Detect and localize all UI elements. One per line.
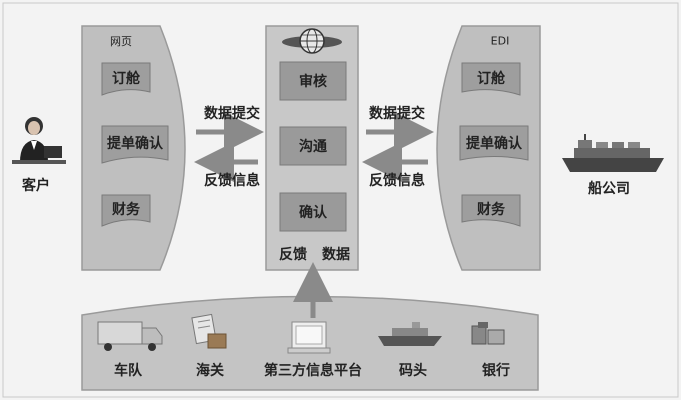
platform-item-bank[interactable]: 银行 bbox=[482, 363, 510, 379]
customer-icon bbox=[12, 117, 66, 164]
center-item-box-review bbox=[279, 61, 347, 101]
dock-ship-icon bbox=[378, 322, 442, 346]
right-feedback-label: 反馈信息 bbox=[369, 173, 425, 189]
center-item-box-confirm bbox=[279, 192, 347, 232]
web-item-finance[interactable]: 财务 bbox=[112, 202, 140, 218]
ship-icon bbox=[562, 134, 664, 172]
edi-panel-title: EDI bbox=[490, 34, 510, 48]
web-item-box-booking bbox=[101, 62, 151, 96]
center-item-box-communicate bbox=[279, 126, 347, 166]
web-item-booking[interactable]: 订舱 bbox=[112, 71, 140, 87]
platform-item-fleet[interactable]: 车队 bbox=[114, 363, 142, 379]
edi-item-finance[interactable]: 财务 bbox=[477, 202, 505, 218]
edi-item-box-booking bbox=[461, 62, 521, 96]
web-item-boxes bbox=[101, 62, 169, 227]
platform-item-third-party[interactable]: 第三方信息平台 bbox=[264, 363, 362, 379]
globe-icon bbox=[282, 28, 342, 54]
customer-label: 客户 bbox=[22, 178, 50, 194]
center-item-confirm[interactable]: 确认 bbox=[299, 205, 327, 221]
bank-icon bbox=[471, 322, 505, 345]
edi-item-booking[interactable]: 订舱 bbox=[477, 71, 505, 87]
edi-item-boxes bbox=[459, 62, 529, 227]
edi-item-box-finance bbox=[461, 194, 521, 227]
web-item-box-finance bbox=[101, 194, 151, 227]
web-item-box-bl bbox=[101, 125, 169, 164]
platform-item-customs[interactable]: 海关 bbox=[196, 363, 224, 379]
center-bottom-data: 数据 bbox=[322, 247, 350, 263]
center-bottom-feedback: 反馈 bbox=[279, 247, 307, 263]
shipping-company-label: 船公司 bbox=[588, 181, 630, 197]
web-panel-title: 网页 bbox=[110, 35, 132, 48]
platform-item-dock[interactable]: 码头 bbox=[399, 363, 427, 379]
center-item-boxes bbox=[279, 61, 347, 232]
edi-item-bl-confirm[interactable]: 提单确认 bbox=[466, 136, 522, 152]
left-submit-label: 数据提交 bbox=[204, 106, 260, 122]
edi-item-box-bl bbox=[459, 125, 529, 161]
right-submit-label: 数据提交 bbox=[369, 106, 425, 122]
center-item-review[interactable]: 审核 bbox=[299, 74, 327, 90]
computer-icon bbox=[287, 321, 331, 354]
customs-icon bbox=[191, 313, 227, 349]
center-item-communicate[interactable]: 沟通 bbox=[299, 139, 327, 155]
web-item-bl-confirm[interactable]: 提单确认 bbox=[107, 136, 163, 152]
left-feedback-label: 反馈信息 bbox=[204, 173, 260, 189]
truck-icon bbox=[97, 321, 163, 351]
flow-arrows bbox=[194, 112, 434, 318]
